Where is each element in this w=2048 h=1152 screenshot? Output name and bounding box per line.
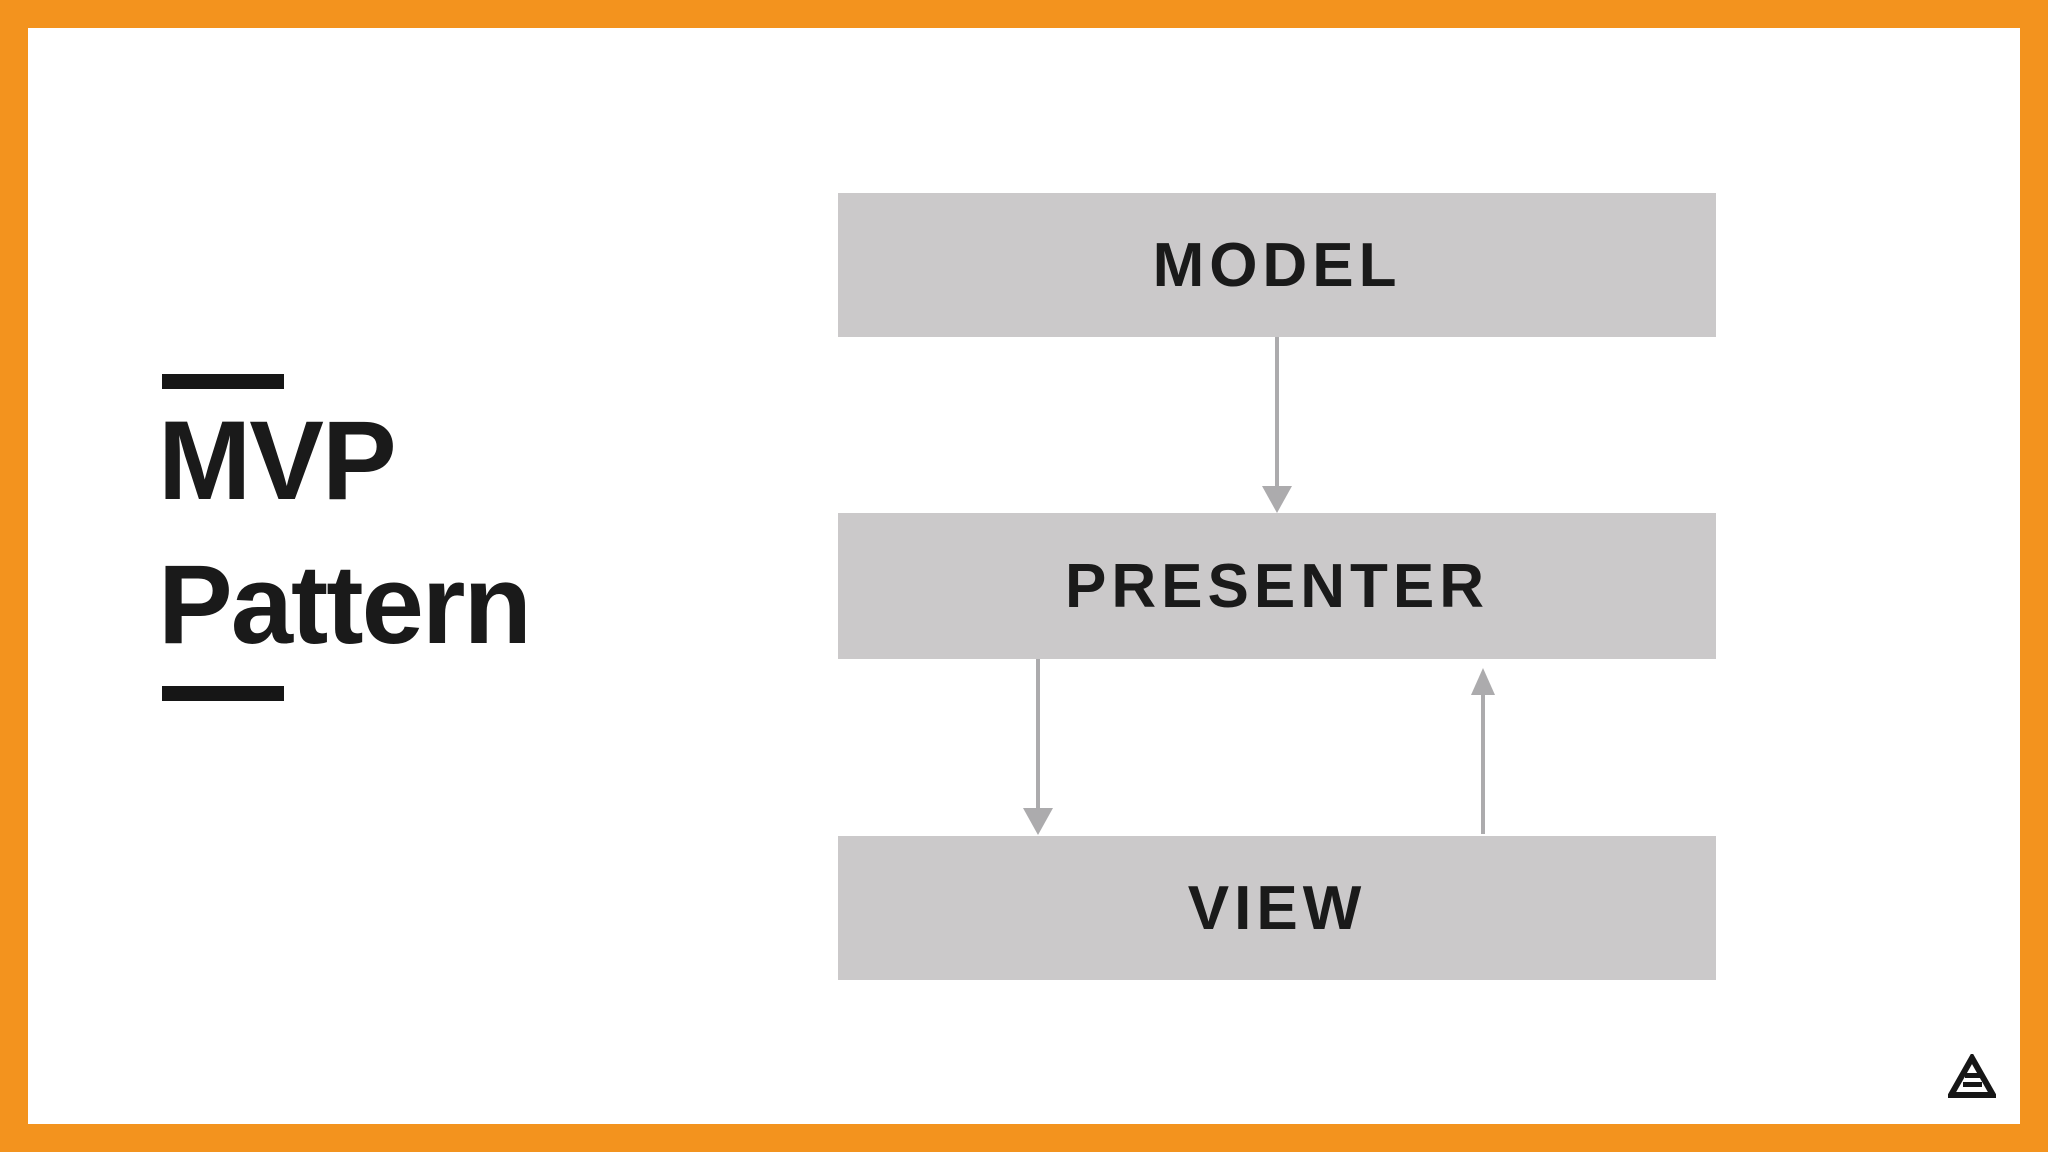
arrow-head-up-icon — [1471, 668, 1495, 695]
diagram-node-presenter: PRESENTER — [838, 513, 1716, 659]
title-rule-bottom — [162, 686, 284, 701]
title-rule-top — [162, 374, 284, 389]
node-label-model: MODEL — [1152, 230, 1402, 300]
arrow-head-down-icon — [1023, 808, 1053, 835]
diagram-node-view: VIEW — [838, 836, 1716, 980]
page-title: MVP Pattern — [158, 389, 532, 677]
arrow-line — [1481, 694, 1485, 834]
title-line-2: Pattern — [158, 542, 532, 667]
node-label-view: VIEW — [1187, 873, 1367, 943]
arrow-line — [1275, 337, 1279, 487]
diagram-node-model: MODEL — [838, 193, 1716, 337]
title-line-1: MVP — [158, 398, 397, 523]
ae-monogram-logo-icon — [1948, 1054, 1996, 1098]
arrow-line — [1036, 659, 1040, 809]
arrow-head-down-icon — [1262, 486, 1292, 513]
node-label-presenter: PRESENTER — [1065, 551, 1489, 621]
slide-canvas: MVP Pattern MODEL PRESENTER VIEW — [28, 28, 2020, 1124]
